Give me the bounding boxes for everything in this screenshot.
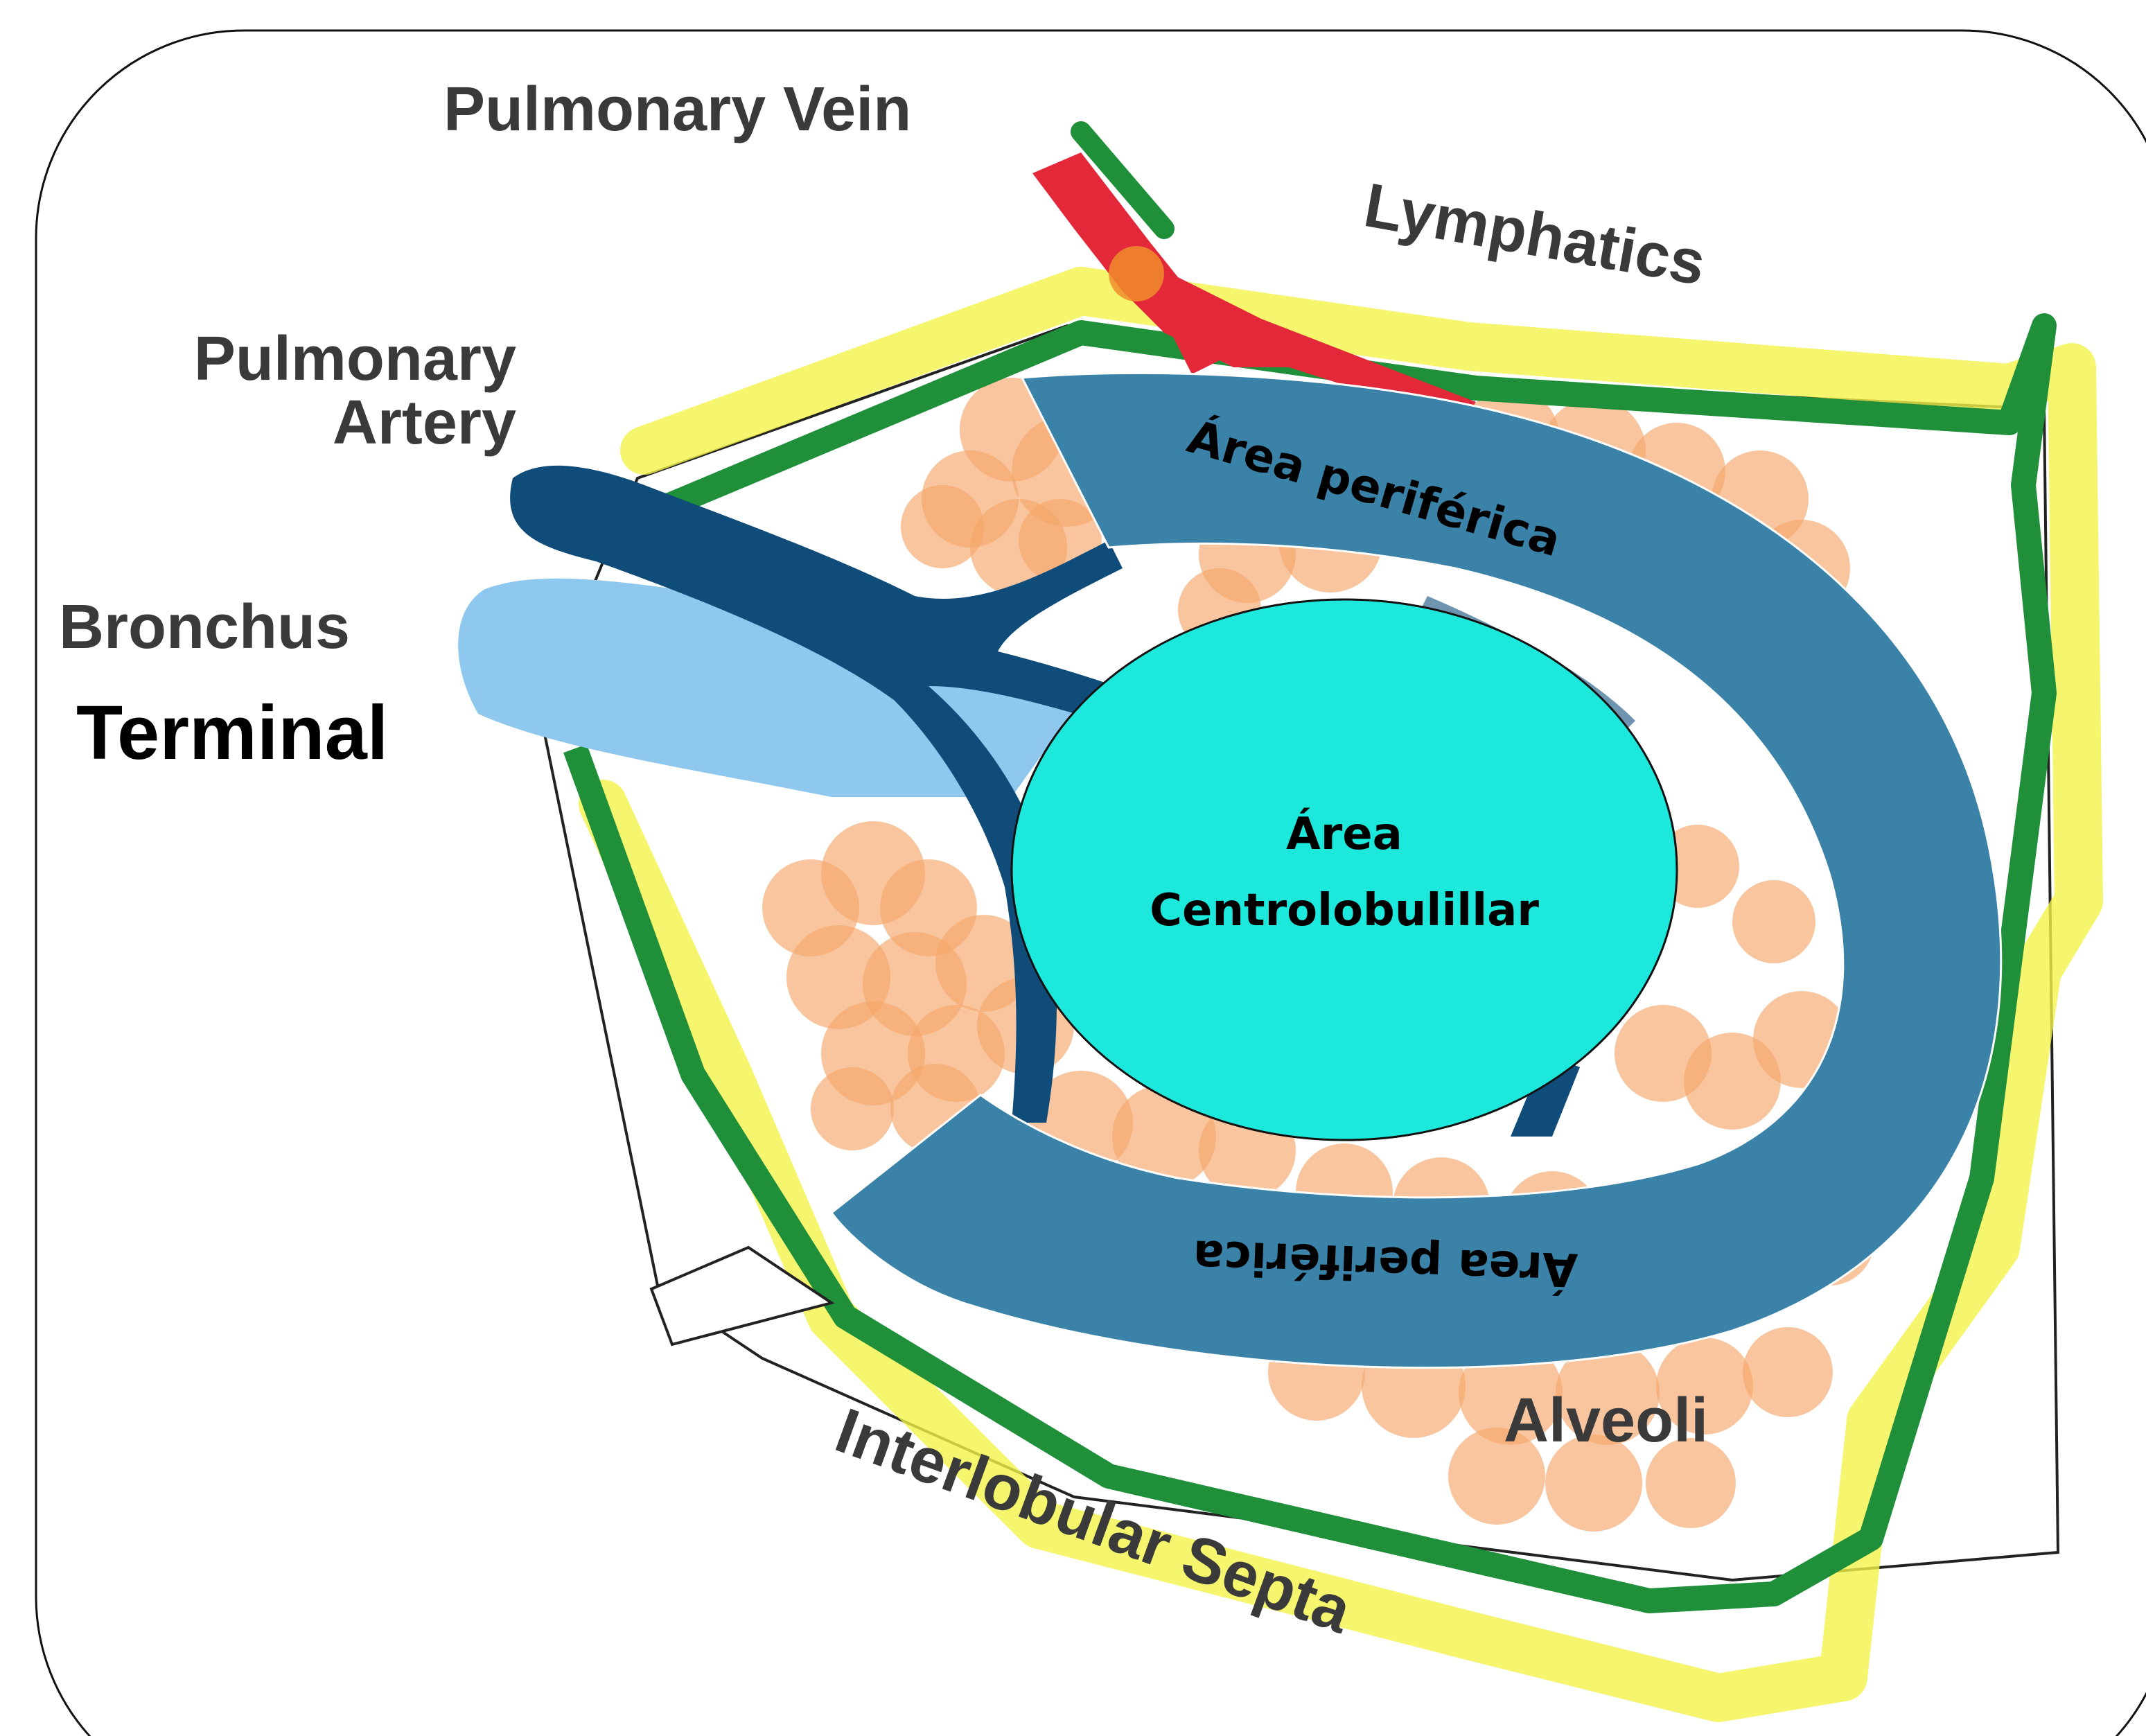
pulmonary-vein-label: Pulmonary Vein (443, 75, 911, 144)
bronchus-label: Bronchus (59, 593, 350, 662)
terminal-label: Terminal (76, 690, 388, 775)
centrilobular-area-label-line1: Área (1286, 807, 1402, 860)
centrilobular-area-label-line2: Centrolobulillar (1150, 885, 1539, 936)
pulmonary-artery-label-line2: Artery (333, 388, 516, 457)
pulmonary-artery-label-line1: Pulmonary (194, 324, 516, 394)
alveoli-label: Alveoli (1504, 1386, 1708, 1455)
centrilobular-area (1012, 599, 1677, 1140)
lymphatics-label: Lymphatics (1360, 170, 1711, 299)
vein-septa-crossing (1109, 246, 1164, 301)
